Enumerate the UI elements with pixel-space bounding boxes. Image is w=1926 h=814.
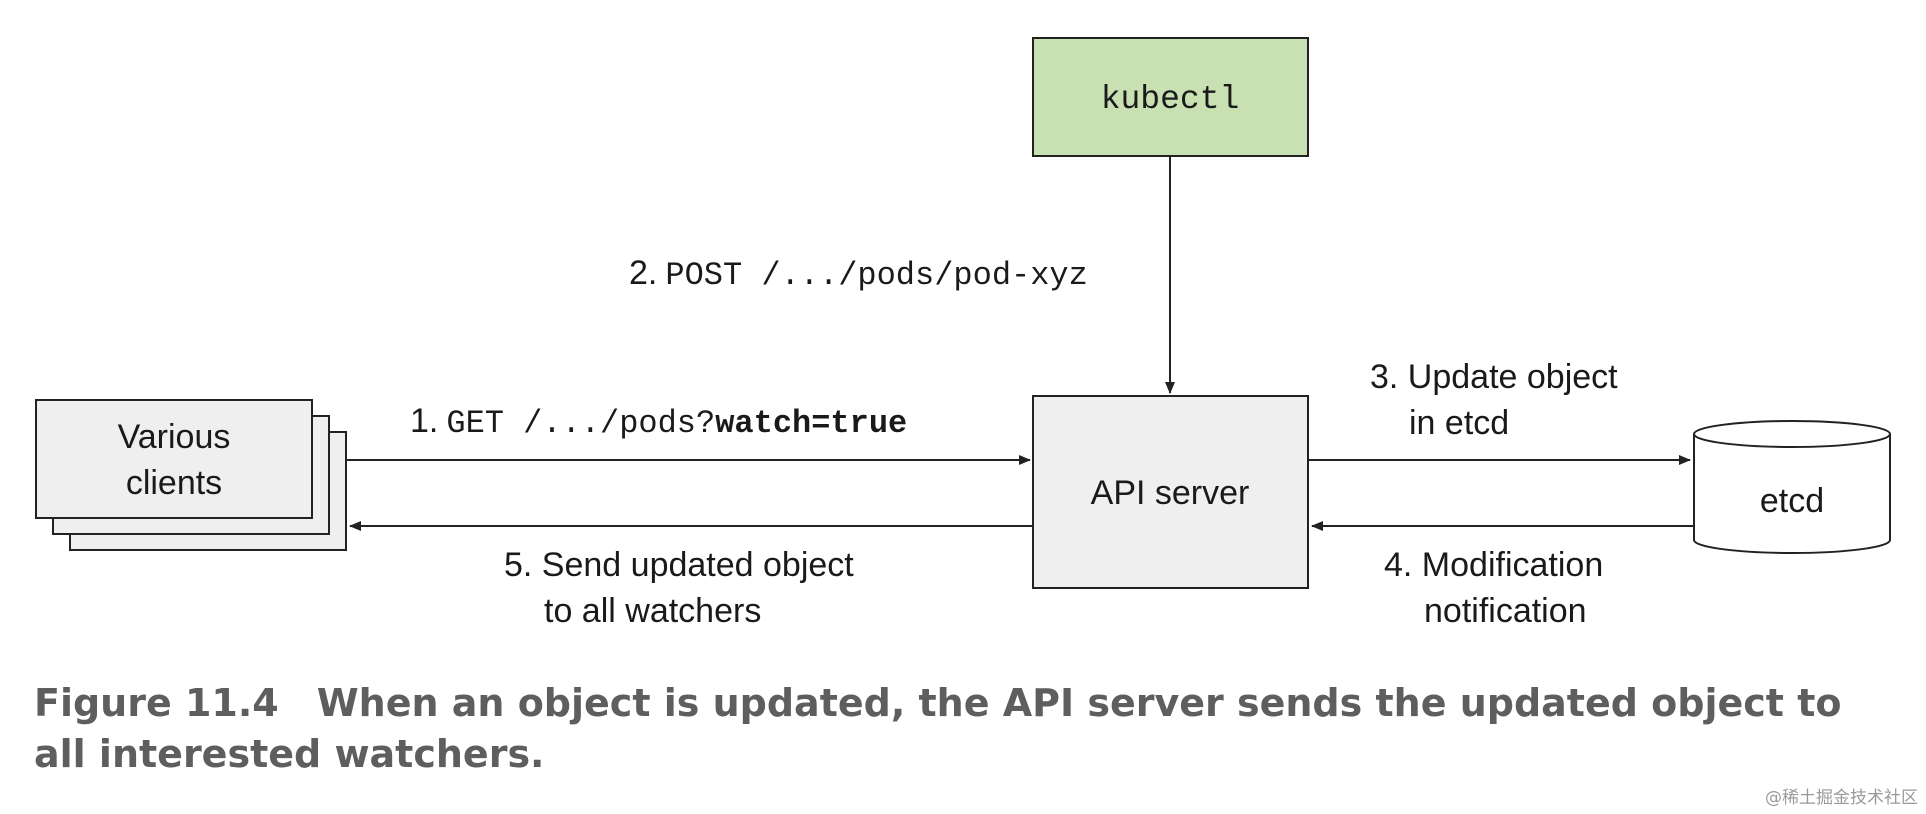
etcd-label: etcd	[1760, 482, 1824, 520]
step2-label: 2.POST /.../pods/pod-xyz	[629, 254, 1088, 294]
clients-label-line2: clients	[126, 464, 222, 502]
clients-label-line1: Various	[118, 418, 231, 456]
step5-line2: to all watchers	[544, 592, 761, 630]
step2-number: 2.	[629, 254, 657, 292]
kubectl-label: kubectl	[1101, 81, 1240, 118]
step4-line1: 4. Modification	[1384, 546, 1603, 584]
step1-request: GET /.../pods?	[446, 405, 715, 442]
step4-line2: notification	[1424, 592, 1587, 630]
step5-line1: 5. Send updated object	[504, 546, 854, 584]
step2-request: POST /.../pods/pod-xyz	[665, 257, 1087, 294]
watermark: @稀土掘金技术社区	[1765, 788, 1918, 808]
step3-line1: 3. Update object	[1370, 358, 1618, 396]
step3-line2: in etcd	[1409, 404, 1509, 442]
figure-caption-text: When an object is updated, the API serve…	[34, 681, 1842, 776]
etcd-node: etcd	[1693, 420, 1891, 554]
step1-label: 1.GET /.../pods?watch=true	[410, 402, 907, 442]
kubectl-node: kubectl	[1032, 37, 1309, 157]
api-server-node: API server	[1032, 395, 1309, 589]
step1-number: 1.	[410, 402, 438, 440]
various-clients-node: Various clients	[35, 399, 347, 551]
api-server-label: API server	[1091, 474, 1250, 512]
figure-number: Figure 11.4	[34, 681, 279, 725]
step1-query: watch=true	[715, 405, 907, 442]
clients-stack-front	[35, 399, 313, 519]
